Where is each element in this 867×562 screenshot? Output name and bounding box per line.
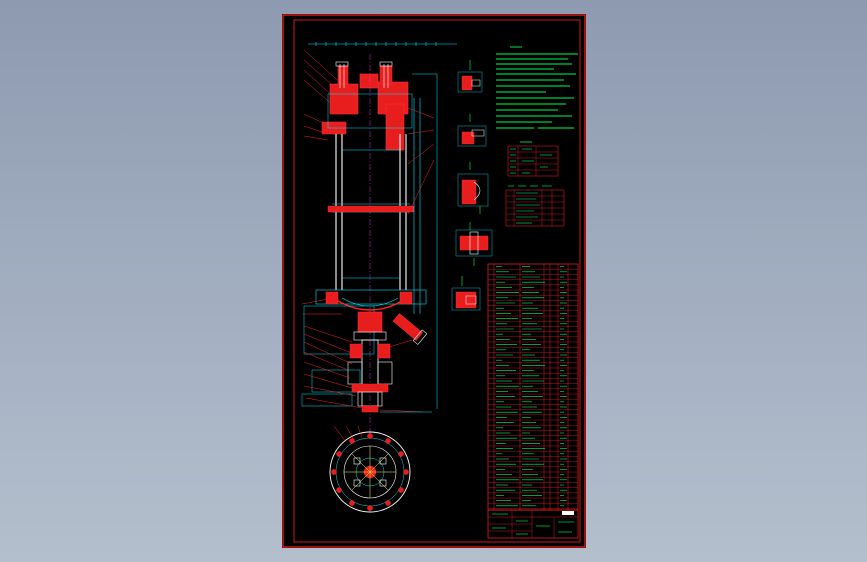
sheet-outer-border	[282, 14, 586, 548]
drawing-canvas	[282, 14, 586, 548]
detail-views	[451, 60, 493, 311]
nozzle-table	[505, 185, 565, 227]
sheet-inner-border	[293, 19, 581, 543]
flange-plan-view	[329, 425, 411, 513]
technical-notes	[496, 46, 578, 129]
main-section-view	[301, 42, 457, 434]
title-block-icon	[487, 509, 579, 539]
drawing-sheet[interactable]	[282, 14, 586, 548]
parts-list-table-icon	[487, 263, 579, 511]
design-data-table	[507, 141, 559, 177]
